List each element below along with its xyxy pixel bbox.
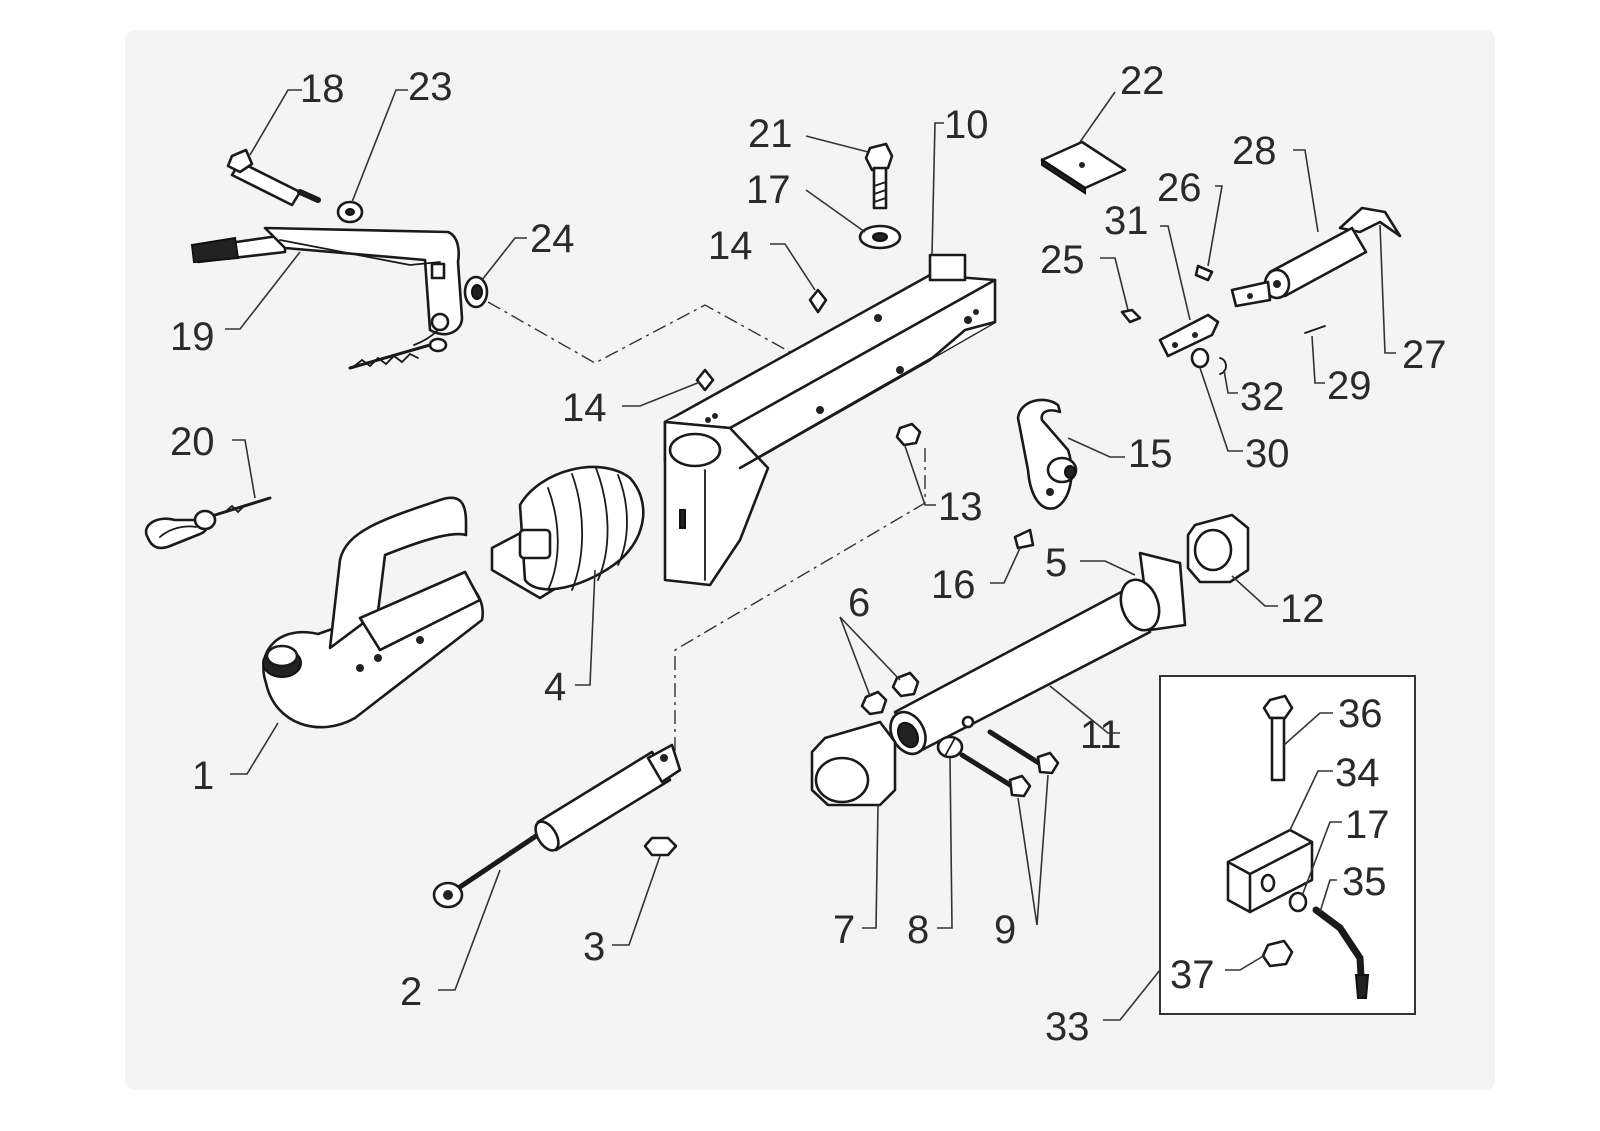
callout-35: 35 xyxy=(1342,860,1387,904)
callout-13: 13 xyxy=(938,485,983,529)
part-1-coupling-head xyxy=(262,496,484,729)
callout-10: 10 xyxy=(944,103,989,147)
part-24-bush-hole xyxy=(471,284,483,300)
callout-16: 16 xyxy=(931,563,976,607)
callout-34: 34 xyxy=(1335,751,1380,795)
part-28-reversing-cylinder xyxy=(1230,226,1368,308)
callout-3: 3 xyxy=(583,925,605,969)
part-20-breakaway-cable xyxy=(144,496,272,550)
callout-4: 4 xyxy=(544,665,566,709)
callout-26: 26 xyxy=(1157,166,1202,210)
part-25-pin xyxy=(1120,308,1142,324)
leader-lines xyxy=(225,89,1396,1021)
callout-11: 11 xyxy=(1080,713,1122,757)
part-37-nut xyxy=(1261,939,1294,968)
callout-18: 18 xyxy=(300,67,345,111)
part-29-spring-pin xyxy=(1304,325,1326,334)
part-35-handle xyxy=(1312,906,1370,999)
callout-30: 30 xyxy=(1245,432,1290,476)
callout-23: 23 xyxy=(408,65,453,109)
callout-2: 2 xyxy=(400,970,422,1014)
callout-9: 9 xyxy=(994,908,1016,952)
callout-31: 31 xyxy=(1104,199,1149,243)
callout-22: 22 xyxy=(1120,59,1165,103)
part-12-bushing xyxy=(1186,513,1250,584)
part-36-bolt xyxy=(1262,694,1294,782)
part-7-bushing xyxy=(810,720,897,807)
part-18-pin-bolt xyxy=(226,148,321,207)
callout-24: 24 xyxy=(530,217,575,261)
part-26-screw xyxy=(1194,264,1214,282)
callout-5: 5 xyxy=(1045,541,1067,585)
callout-21: 21 xyxy=(748,112,793,156)
part-15-latch-lever xyxy=(1016,398,1078,510)
callout-29: 29 xyxy=(1327,364,1372,408)
part-21-bolt xyxy=(864,142,894,210)
callout-25: 25 xyxy=(1040,238,1085,282)
part-32-cotter-pin xyxy=(1219,357,1227,375)
callout-17-upper: 17 xyxy=(746,168,791,212)
callout-27: 27 xyxy=(1402,333,1447,377)
callout-32: 32 xyxy=(1240,375,1285,419)
callout-28: 28 xyxy=(1232,129,1277,173)
part-19-handbrake-lever xyxy=(190,226,464,370)
callout-8: 8 xyxy=(907,908,929,952)
part-23-washer-hole xyxy=(345,208,355,216)
part-17-washer-inset xyxy=(1288,891,1308,913)
part-2-shock-absorber xyxy=(432,743,682,909)
part-34-clamp-bracket xyxy=(1226,828,1314,914)
callout-20: 20 xyxy=(170,420,215,464)
callout-33: 33 xyxy=(1045,1005,1090,1049)
part-14-washer-lower xyxy=(695,368,715,392)
callout-6: 6 xyxy=(848,581,870,625)
part-10-drawbar-frame xyxy=(663,253,997,587)
callout-1: 1 xyxy=(192,754,214,798)
callout-37: 37 xyxy=(1170,953,1215,997)
part-22-plate xyxy=(1040,140,1127,195)
part-30-washer xyxy=(1190,347,1210,369)
part-5-flange xyxy=(1119,551,1187,632)
callout-labels: 1 2 3 4 5 6 7 8 9 10 11 12 13 14 14 15 1… xyxy=(170,59,1447,1049)
part-16-wedge xyxy=(1013,528,1035,550)
part-14-washer-upper xyxy=(808,288,828,314)
part-8-sleeve xyxy=(936,735,964,759)
part-31-lever-plate xyxy=(1158,313,1220,358)
part-3-nut xyxy=(643,836,678,857)
callout-14-lower: 14 xyxy=(562,386,607,430)
callout-12: 12 xyxy=(1280,587,1325,631)
part-13-nut xyxy=(895,422,922,447)
callout-17-inset: 17 xyxy=(1345,803,1390,847)
callout-36: 36 xyxy=(1338,692,1383,736)
callout-7: 7 xyxy=(833,908,855,952)
part-11-axle-tube xyxy=(889,588,1152,756)
part-9-bolts xyxy=(959,715,1060,798)
callout-15: 15 xyxy=(1128,432,1173,476)
part-27-bracket xyxy=(1338,206,1402,238)
callout-19: 19 xyxy=(170,315,215,359)
part-17-washer-hole xyxy=(872,232,888,242)
part-4-bellows xyxy=(490,465,645,600)
callout-14-upper: 14 xyxy=(708,224,753,268)
